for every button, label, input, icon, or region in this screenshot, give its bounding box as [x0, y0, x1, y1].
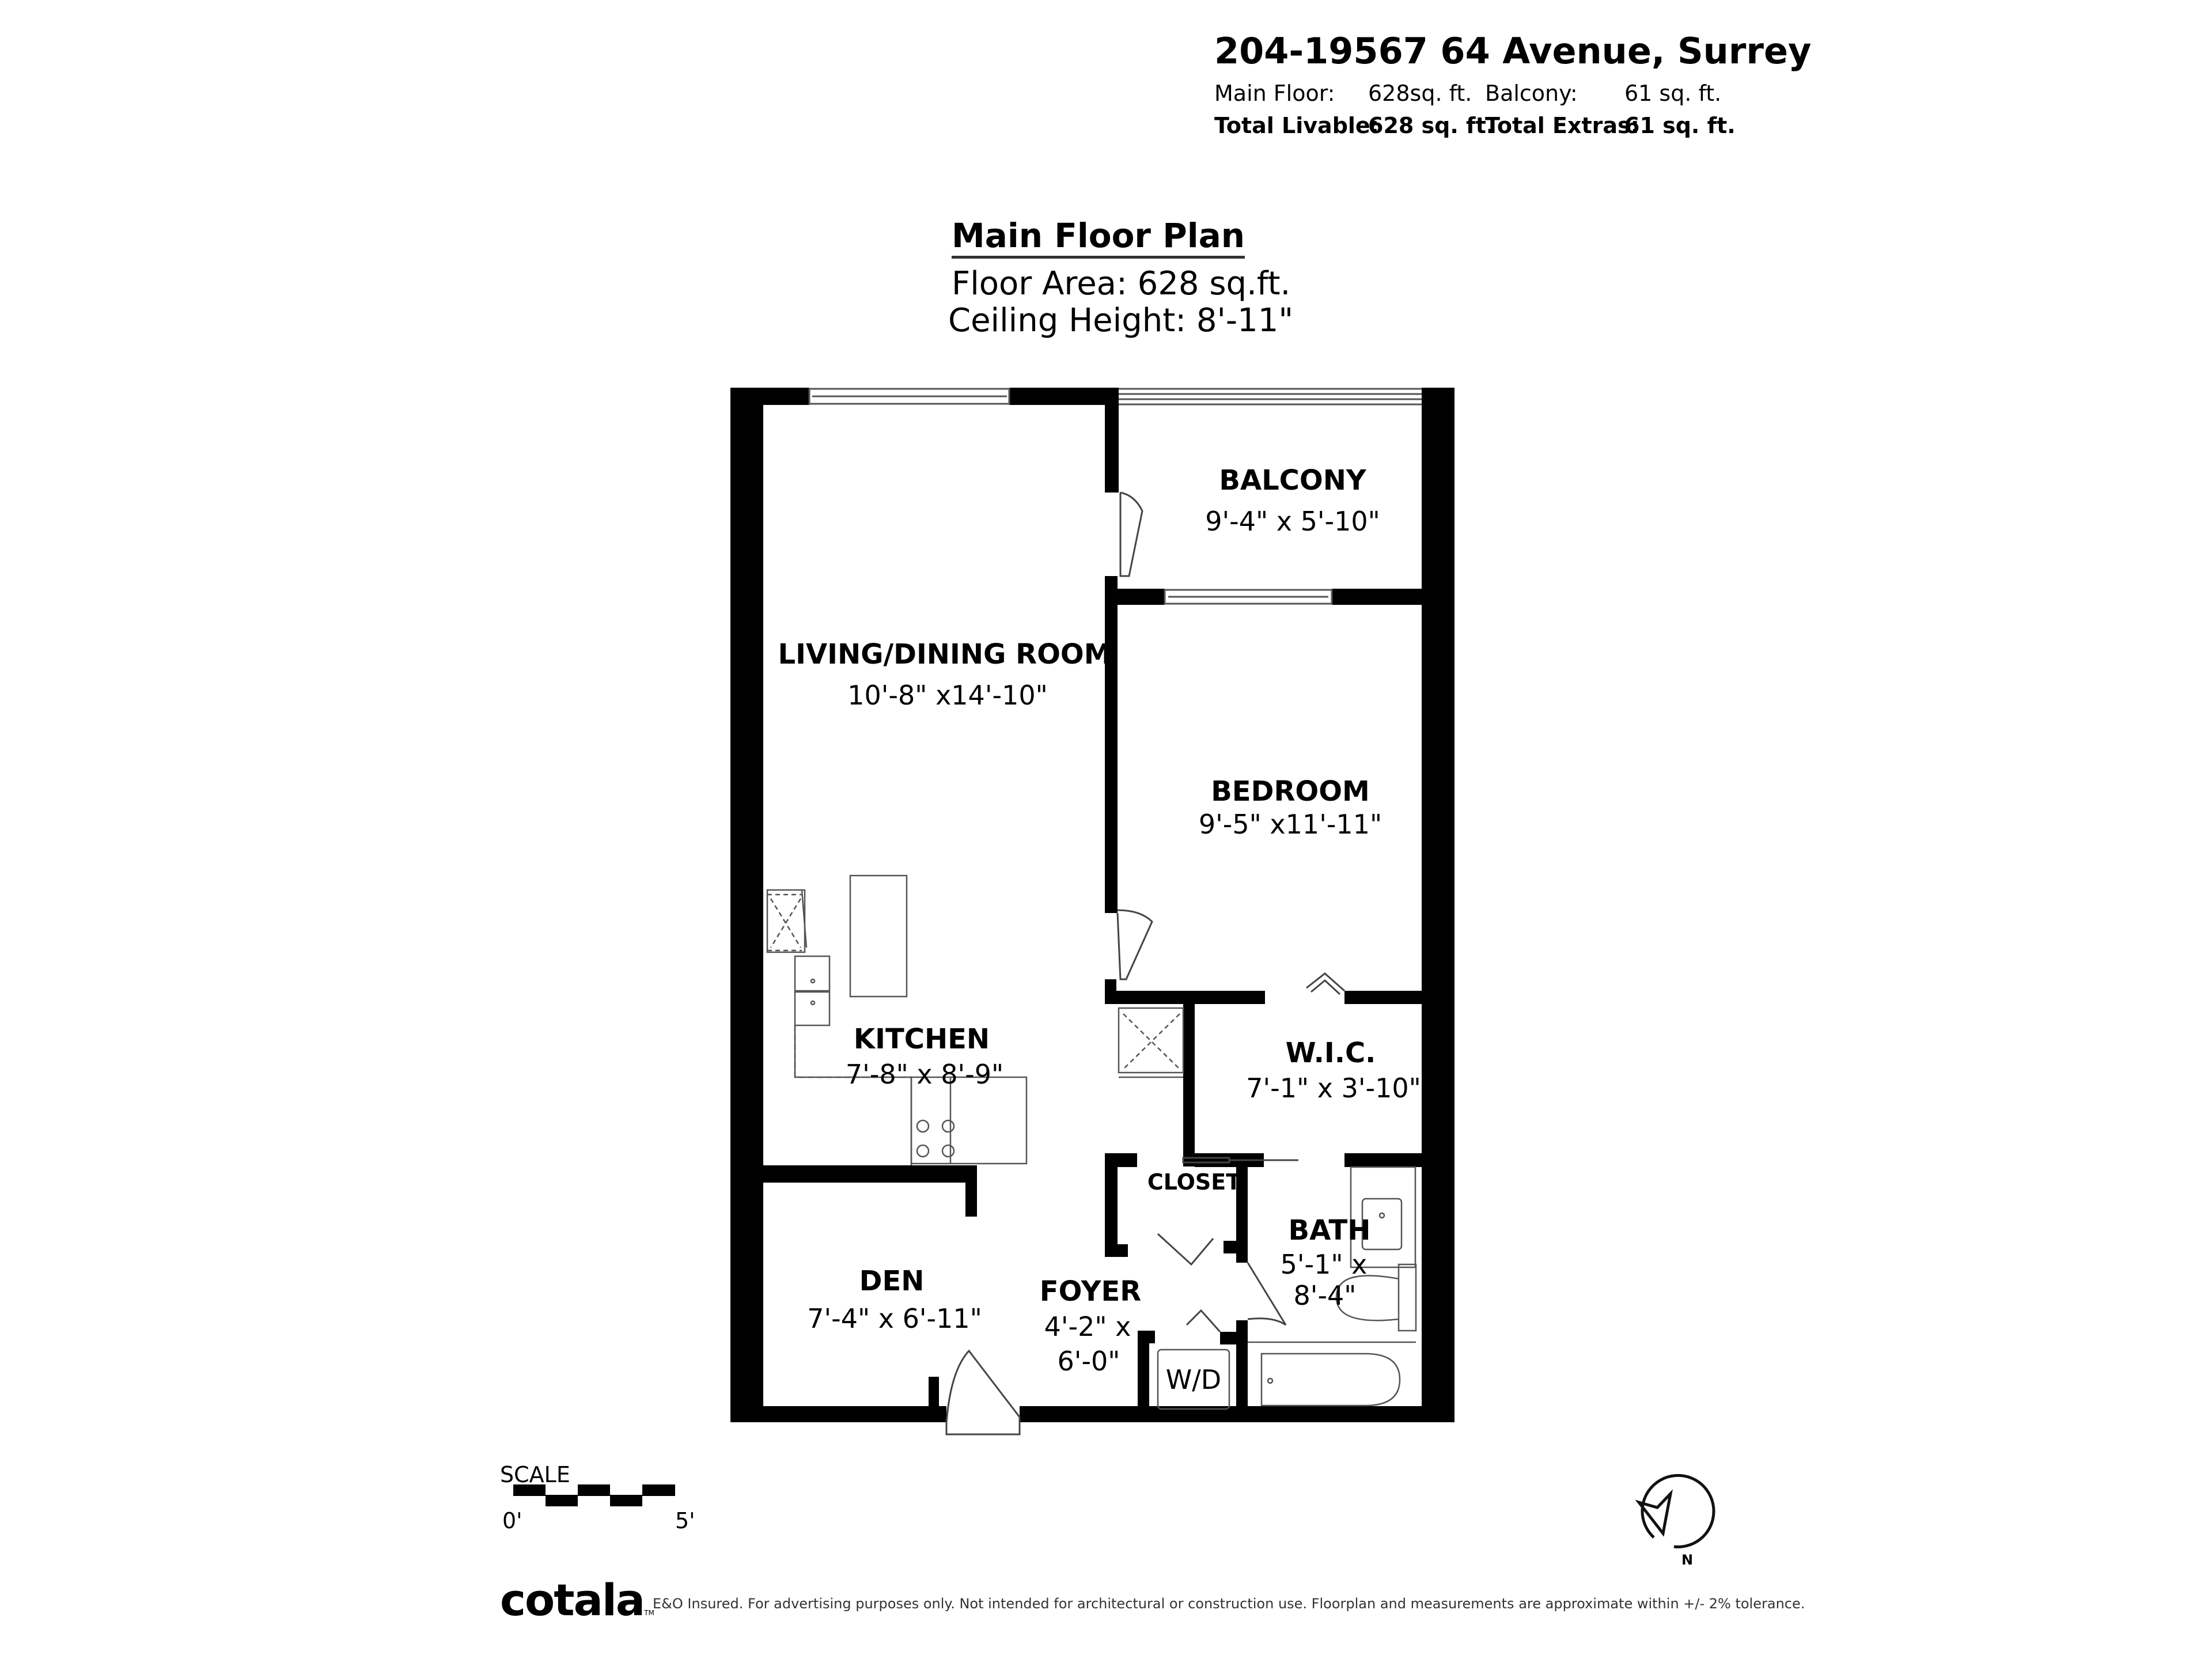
room-label-foyer: FOYER — [1039, 1275, 1142, 1308]
disclaimer-text: E&O Insured. For advertising purposes on… — [653, 1596, 1805, 1612]
doors — [945, 491, 1345, 1435]
room-label-bath: BATH — [1288, 1214, 1371, 1247]
property-address: 204-19567 64 Avenue, Surrey — [1214, 30, 1812, 72]
ceiling-height: Ceiling Height: 8'-11" — [948, 302, 1294, 339]
floor-area: Floor Area: 628 sq.ft. — [952, 265, 1291, 302]
scale-start: 0' — [502, 1508, 522, 1533]
scale-end: 5' — [675, 1508, 695, 1533]
room-dims-foyer-line2: 6'-0" — [1057, 1346, 1120, 1377]
total-extras-label: Total Extras: — [1485, 113, 1639, 138]
balcony-area-label: Balcony: — [1485, 81, 1578, 106]
room-label-balcony: BALCONY — [1219, 464, 1366, 497]
room-label-den: DEN — [859, 1265, 925, 1297]
room-label-closet: CLOSET — [1147, 1169, 1241, 1195]
room-dims-balcony: 9'-4" x 5'-10" — [1205, 506, 1380, 537]
room-dims-bedroom: 9'-5" x11'-11" — [1198, 809, 1382, 840]
north-arrow-icon — [1635, 1474, 1715, 1548]
total-livable-label: Total Livable: — [1214, 113, 1379, 138]
fixtures — [766, 874, 1417, 1410]
room-dims-living-dining: 10'-8" x14'-10" — [847, 680, 1048, 711]
room-dims-bath-line1: 5'-1" x — [1280, 1249, 1368, 1280]
compass-north-label: N — [1681, 1552, 1694, 1568]
scale-bar — [513, 1484, 675, 1506]
plan-title: Main Floor Plan — [952, 217, 1245, 259]
room-dims-wic: 7'-1" x 3'-10" — [1246, 1073, 1421, 1104]
windows — [808, 388, 1422, 605]
balcony-area-value: 61 sq. ft. — [1624, 81, 1722, 106]
main-floor-label: Main Floor: — [1214, 81, 1335, 106]
scale-label: SCALE — [500, 1462, 570, 1487]
room-label-living-dining: LIVING/DINING ROOM — [778, 638, 1112, 671]
brand-name: cotala — [500, 1574, 645, 1626]
room-label-kitchen: KITCHEN — [853, 1023, 990, 1055]
room-dims-kitchen: 7'-8" x 8'-9" — [845, 1059, 1004, 1090]
room-dims-foyer-line1: 4'-2" x — [1044, 1311, 1131, 1342]
main-floor-value: 628sq. ft. — [1368, 81, 1472, 106]
trademark-mark: TM — [644, 1609, 654, 1617]
walls — [730, 388, 1455, 1422]
room-label-wic: W.I.C. — [1285, 1037, 1376, 1069]
room-label-bedroom: BEDROOM — [1211, 775, 1370, 808]
brand-logo: cotalaTM — [500, 1578, 654, 1622]
total-livable-value: 628 sq. ft. — [1368, 113, 1495, 138]
room-label-washer-dryer: W/D — [1165, 1364, 1222, 1395]
room-dims-den: 7'-4" x 6'-11" — [807, 1303, 982, 1334]
room-dims-bath-line2: 8'-4" — [1293, 1280, 1357, 1311]
total-extras-value: 61 sq. ft. — [1624, 113, 1736, 138]
